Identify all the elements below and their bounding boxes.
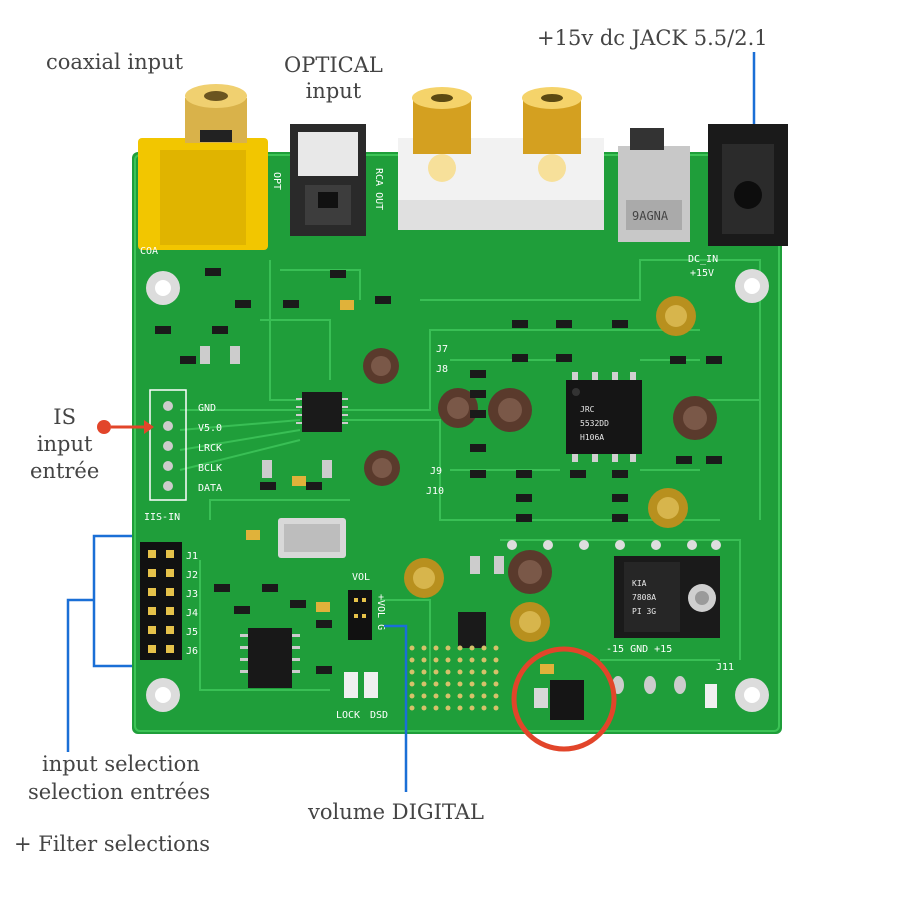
jumper-bracket bbox=[92, 534, 132, 668]
pin-gnd: GND bbox=[198, 403, 216, 414]
silkscreen: COA OPT RCA OUT DC_IN +15V GND V5.0 LRCK… bbox=[140, 168, 734, 721]
coaxial-connector bbox=[138, 84, 268, 250]
vol-header bbox=[348, 590, 372, 640]
jumper-j6: J6 bbox=[186, 646, 198, 657]
rca-out-silk: RCA OUT bbox=[373, 168, 384, 210]
voltage-regulator: KIA 7808A PI 3G bbox=[614, 556, 720, 638]
jumper-j4: J4 bbox=[186, 608, 198, 619]
dc-jack-label: +15v dc JACK 5.5/2.1 bbox=[537, 26, 768, 50]
input-selection-label: input selection bbox=[42, 752, 200, 776]
pin-lrck: LRCK bbox=[198, 443, 222, 454]
capacitors-brown bbox=[363, 348, 717, 594]
opamp-label-3: H106A bbox=[580, 433, 604, 442]
rca-out-connectors bbox=[398, 87, 604, 230]
power-silk: -15 GND +15 bbox=[606, 644, 672, 655]
vol-silk: VOL bbox=[352, 572, 370, 583]
jumper-header bbox=[140, 542, 182, 660]
jumper-j3: J3 bbox=[186, 589, 198, 600]
highlight-circle bbox=[511, 646, 617, 752]
opamp-label-2: 5532DD bbox=[580, 419, 609, 428]
volume-digital-label: volume DIGITAL bbox=[308, 800, 484, 824]
optical-connector bbox=[290, 124, 366, 236]
dsd-silk: DSD bbox=[370, 710, 388, 721]
jumper-j1: J1 bbox=[186, 551, 198, 562]
leds bbox=[344, 672, 378, 698]
pin-bclk: BCLK bbox=[198, 463, 222, 474]
j7-silk: J7 bbox=[436, 344, 448, 355]
vol-pins-silk: +VOL G bbox=[375, 594, 386, 630]
coa-silk: COA bbox=[140, 246, 158, 257]
red-annotations bbox=[97, 420, 617, 752]
input-selection-leader bbox=[66, 598, 94, 752]
oscillator bbox=[278, 518, 346, 558]
reg-label-2: 7808A bbox=[632, 593, 656, 602]
opamp-label-1: JRC bbox=[580, 405, 595, 414]
iis-in-silk: IIS-IN bbox=[144, 512, 180, 523]
filter-selections-label: + Filter selections bbox=[14, 832, 211, 856]
coaxial-input-label: coaxial input bbox=[46, 50, 184, 74]
mounting-holes bbox=[146, 269, 769, 712]
j11-silk: J11 bbox=[716, 662, 734, 673]
is-input-dot bbox=[97, 420, 111, 434]
is-input-label: IS input entrée bbox=[30, 405, 100, 483]
small-regulator bbox=[534, 680, 584, 720]
jack-brand-text: 9AGNA bbox=[632, 209, 669, 223]
j8-silk: J8 bbox=[436, 364, 448, 375]
jack-socket: 9AGNA bbox=[618, 128, 690, 242]
traces bbox=[179, 259, 761, 691]
pin-data: DATA bbox=[198, 483, 222, 494]
opamp-chip: JRC 5532DD H106A bbox=[566, 372, 642, 462]
proto-area bbox=[409, 645, 499, 711]
soic-chip bbox=[240, 628, 300, 688]
selection-entrees-label: selection entrées bbox=[28, 780, 211, 804]
reg-label-1: KIA bbox=[632, 579, 647, 588]
lock-silk: LOCK bbox=[336, 710, 360, 721]
plus15v-silk: +15V bbox=[690, 268, 714, 279]
annotation-lines bbox=[66, 52, 756, 792]
optical-input-label: OPTICAL input bbox=[284, 53, 383, 103]
reg-label-3: PI 3G bbox=[632, 607, 656, 616]
capacitors-gold bbox=[404, 296, 696, 642]
opt-silk: OPT bbox=[271, 172, 282, 190]
pin-v50: V5.0 bbox=[198, 423, 222, 434]
j9-silk: J9 bbox=[430, 466, 442, 477]
jumper-j2: J2 bbox=[186, 570, 198, 581]
is-input-arrow bbox=[144, 420, 154, 434]
jumper-j5: J5 bbox=[186, 627, 198, 638]
smd-components bbox=[155, 268, 722, 674]
volume-leader bbox=[384, 624, 408, 792]
dac-chip bbox=[296, 392, 348, 432]
dc-jack bbox=[708, 124, 788, 246]
j10-silk: J10 bbox=[426, 486, 444, 497]
dc-in-silk: DC_IN bbox=[688, 254, 718, 265]
iis-header bbox=[149, 389, 187, 501]
